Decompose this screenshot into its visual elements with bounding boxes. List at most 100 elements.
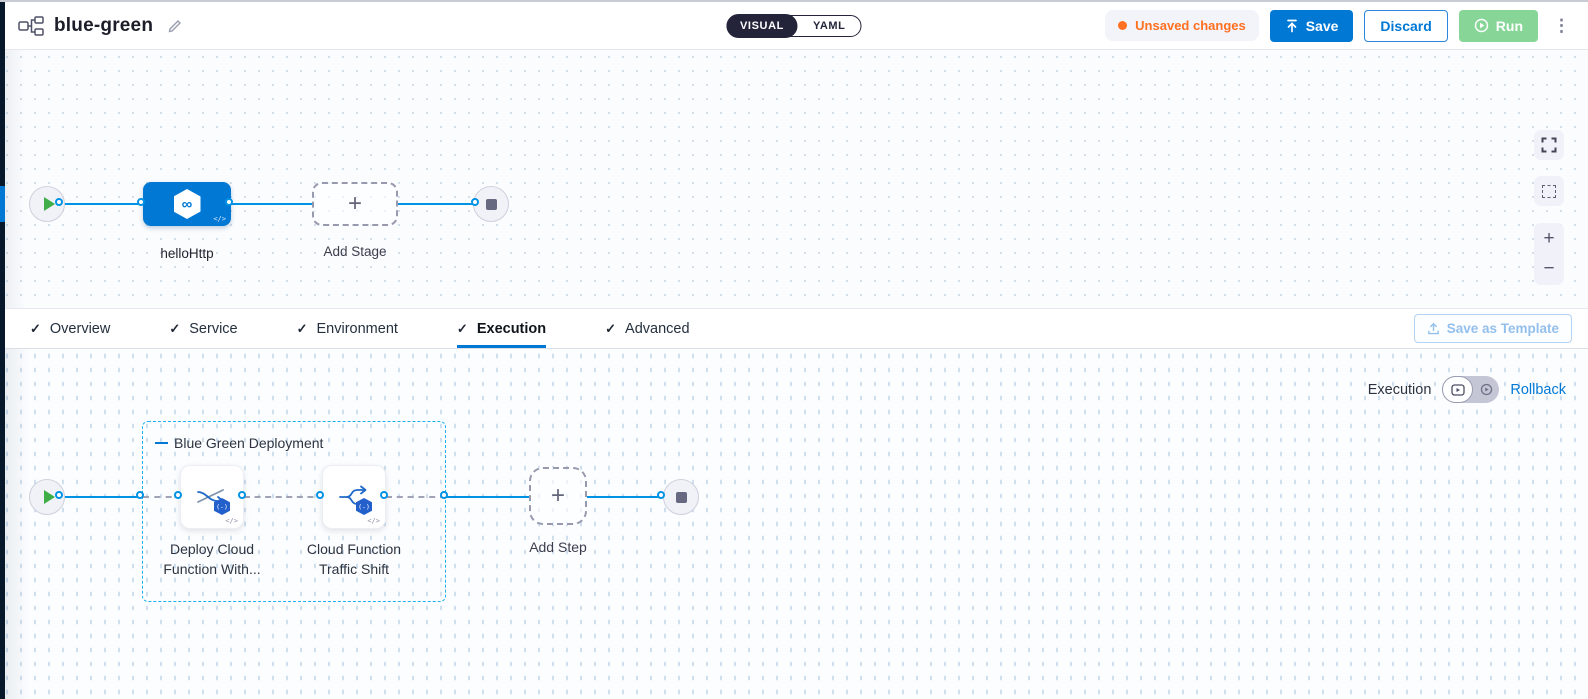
execution-mode-row: Execution Rollback (1368, 376, 1566, 403)
connector-point (657, 491, 665, 499)
save-as-template-button[interactable]: Save as Template (1413, 314, 1572, 343)
rollback-link[interactable]: Rollback (1510, 381, 1566, 398)
execution-steps-icon (1451, 383, 1465, 396)
marquee-icon (1542, 184, 1556, 198)
discard-button[interactable]: Discard (1364, 9, 1448, 42)
connector-point (225, 198, 233, 206)
header-bar: blue-green VISUAL YAML Unsaved changes S… (0, 2, 1588, 50)
start-play-icon (43, 490, 55, 504)
rollback-mode-segment[interactable] (1473, 383, 1499, 396)
check-icon: ✓ (456, 320, 468, 336)
tab-label: Overview (49, 320, 111, 337)
step-group-blue-green[interactable]: Blue Green Deployment (142, 421, 446, 602)
deploy-stage-icon: ∞ (173, 189, 201, 219)
execution-end-node (663, 479, 699, 515)
unsaved-changes-label: Unsaved changes (1135, 18, 1246, 33)
save-as-template-label: Save as Template (1446, 321, 1559, 336)
zoom-out-button[interactable]: − (1543, 258, 1555, 279)
tab-label: Environment (316, 320, 398, 337)
connector-line (446, 496, 529, 498)
connector-line-dashed (386, 496, 446, 498)
check-icon: ✓ (30, 320, 41, 336)
toggle-yaml[interactable]: YAML (812, 19, 846, 32)
tab-label: Advanced (625, 320, 690, 337)
connector-line (47, 203, 145, 205)
connector-line (231, 203, 312, 205)
unsaved-changes-badge: Unsaved changes (1105, 10, 1259, 41)
check-icon: ✓ (296, 320, 308, 336)
connector-point (55, 198, 63, 206)
sidenav-active-indicator (0, 186, 5, 222)
unsaved-dot-icon (1118, 21, 1128, 30)
stage-hellohttp[interactable]: ∞ </> (143, 182, 231, 226)
execution-mode-segment[interactable] (1442, 376, 1474, 403)
pipeline-title: blue-green (54, 14, 154, 36)
cloud-function-badge-icon: (-) (214, 498, 230, 515)
add-step-label: Add Step (529, 539, 587, 555)
tab-service[interactable]: ✓ Service (169, 309, 237, 348)
step-label-line: Cloud Function (306, 541, 402, 557)
step-group-label-row: Blue Green Deployment (155, 435, 323, 451)
add-step-button[interactable]: + (529, 467, 587, 525)
save-button[interactable]: Save (1269, 9, 1354, 42)
connector-line (47, 496, 143, 498)
code-icon: </> (213, 215, 226, 223)
zoom-controls: + − (1534, 223, 1564, 285)
collapsed-sidenav[interactable] (0, 2, 5, 699)
step-label-line: Traffic Shift (318, 561, 390, 577)
connector-point (471, 198, 479, 206)
step-label-line: Function With... (163, 561, 261, 577)
edit-title-button[interactable] (167, 18, 183, 34)
connector-point (137, 198, 145, 206)
tab-overview[interactable]: ✓ Overview (30, 309, 110, 348)
step-label-line: Deploy Cloud (169, 541, 255, 557)
code-icon: </> (225, 517, 238, 525)
marquee-select-button[interactable] (1534, 176, 1564, 206)
step-group-label: Blue Green Deployment (174, 435, 324, 451)
stop-square-icon (485, 198, 497, 210)
connector-line-dashed (143, 496, 183, 498)
run-play-icon (1474, 18, 1488, 33)
connector-line (398, 203, 477, 205)
header-actions: Unsaved changes Save Discard Run ⋮ (1105, 9, 1574, 42)
toggle-visual[interactable]: VISUAL (726, 13, 798, 38)
check-icon: ✓ (169, 320, 181, 336)
tab-environment[interactable]: ✓ Environment (297, 309, 398, 348)
tab-label: Execution (476, 320, 547, 337)
stage-canvas[interactable]: ∞ </> helloHttp + Add Stage + − (0, 50, 1588, 308)
step-label: Deploy Cloud Function With... (144, 539, 280, 579)
execution-rollback-toggle[interactable] (1442, 376, 1500, 403)
run-button[interactable]: Run (1458, 9, 1538, 42)
connector-line (587, 496, 663, 498)
connector-point (55, 491, 63, 499)
fit-to-screen-button[interactable] (1534, 130, 1564, 160)
upload-arrow-icon (1286, 19, 1297, 32)
connector-line-dashed (244, 496, 324, 498)
connector-point (136, 491, 144, 499)
add-stage-button[interactable]: + (312, 182, 398, 226)
execution-canvas[interactable]: Execution Rollback (0, 349, 1588, 699)
rollback-circle-icon (1480, 383, 1493, 396)
connector-point (440, 491, 448, 499)
pencil-icon (168, 19, 182, 32)
header-left: blue-green (18, 15, 183, 37)
visual-yaml-toggle[interactable]: VISUAL YAML (726, 13, 862, 38)
connector-point (174, 491, 182, 499)
group-dash-icon (155, 441, 168, 445)
tab-execution[interactable]: ✓ Execution (457, 309, 546, 348)
step-traffic-shift[interactable]: (-) </> (322, 465, 386, 529)
tab-label: Service (189, 320, 238, 337)
tab-advanced[interactable]: ✓ Advanced (605, 309, 689, 348)
connector-point (316, 491, 324, 499)
expand-icon (1541, 137, 1557, 153)
more-options-menu[interactable]: ⋮ (1553, 16, 1570, 35)
discard-button-label: Discard (1380, 17, 1432, 34)
connector-point (238, 491, 246, 499)
run-button-label: Run (1495, 17, 1523, 34)
plus-icon: + (550, 482, 565, 509)
zoom-in-button[interactable]: + (1543, 228, 1555, 249)
stage-tabbar: ✓ Overview ✓ Service ✓ Environment ✓ Exe… (0, 308, 1588, 349)
step-deploy-cloud-function[interactable]: (-) </> (180, 465, 244, 529)
save-button-label: Save (1305, 17, 1339, 34)
